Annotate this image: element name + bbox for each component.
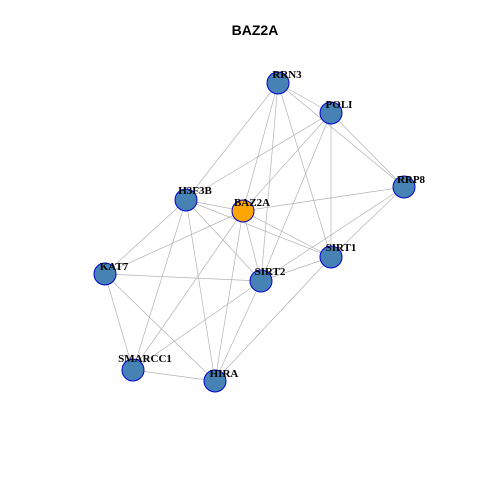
node-sirt2[interactable]	[249, 269, 273, 293]
edge-h3f3b-smarcc1	[132, 199, 187, 371]
edge-sirt1-sirt2	[260, 256, 332, 282]
edge-smarcc1-hira	[132, 369, 216, 382]
node-smarcc1[interactable]	[121, 358, 145, 382]
edge-sirt2-smarcc1	[132, 280, 262, 371]
node-kat7[interactable]	[93, 262, 117, 286]
node-label-baz2a: BAZ2A	[234, 197, 270, 209]
edge-baz2a-kat7	[104, 210, 244, 275]
edge-rrp8-sirt2	[260, 186, 405, 282]
edge-poli-sirt2	[260, 112, 332, 282]
node-baz2a[interactable]	[231, 199, 255, 223]
edge-baz2a-hira	[214, 210, 244, 382]
node-label-sirt2: SIRT2	[255, 266, 286, 278]
edge-baz2a-sirt2	[242, 210, 262, 282]
edge-rrn3-h3f3b	[185, 82, 279, 201]
edges-layer	[104, 82, 405, 382]
node-poli[interactable]	[319, 101, 343, 125]
edge-baz2a-smarcc1	[132, 210, 244, 371]
edge-rrn3-baz2a	[242, 82, 279, 212]
edge-h3f3b-kat7	[104, 199, 187, 275]
edge-sirt1-hira	[214, 256, 332, 382]
node-label-sirt1: SIRT1	[326, 242, 357, 254]
edge-rrp8-sirt1	[330, 186, 405, 258]
edge-kat7-hira	[104, 273, 216, 382]
node-label-rrn3: RRN3	[272, 69, 302, 81]
node-label-poli: POLI	[326, 99, 353, 111]
edge-sirt2-hira	[214, 280, 262, 382]
edge-rrn3-rrp8	[277, 82, 405, 188]
node-hira[interactable]	[203, 369, 227, 393]
edge-h3f3b-hira	[185, 199, 216, 382]
node-rrn3[interactable]	[266, 71, 290, 95]
node-rrp8[interactable]	[392, 175, 416, 199]
node-label-rrp8: RRP8	[397, 174, 426, 186]
node-label-kat7: KAT7	[100, 261, 129, 273]
graph-title: BAZ2A	[232, 22, 279, 38]
edge-poli-rrp8	[330, 112, 405, 188]
edge-baz2a-sirt1	[242, 210, 332, 258]
edge-poli-h3f3b	[185, 112, 332, 201]
node-label-h3f3b: H3F3B	[178, 185, 212, 197]
nodes-layer	[93, 71, 416, 393]
node-sirt1[interactable]	[319, 245, 343, 269]
edge-poli-baz2a	[242, 112, 332, 212]
node-label-hira: HIRA	[210, 368, 239, 380]
node-h3f3b[interactable]	[174, 188, 198, 212]
edge-h3f3b-sirt2	[185, 199, 262, 282]
edge-rrp8-baz2a	[242, 186, 405, 212]
edge-rrn3-sirt1	[277, 82, 332, 258]
node-label-smarcc1: SMARCC1	[118, 353, 172, 365]
edge-h3f3b-sirt1	[185, 199, 332, 258]
edge-kat7-smarcc1	[104, 273, 134, 371]
edge-kat7-sirt2	[104, 273, 262, 282]
